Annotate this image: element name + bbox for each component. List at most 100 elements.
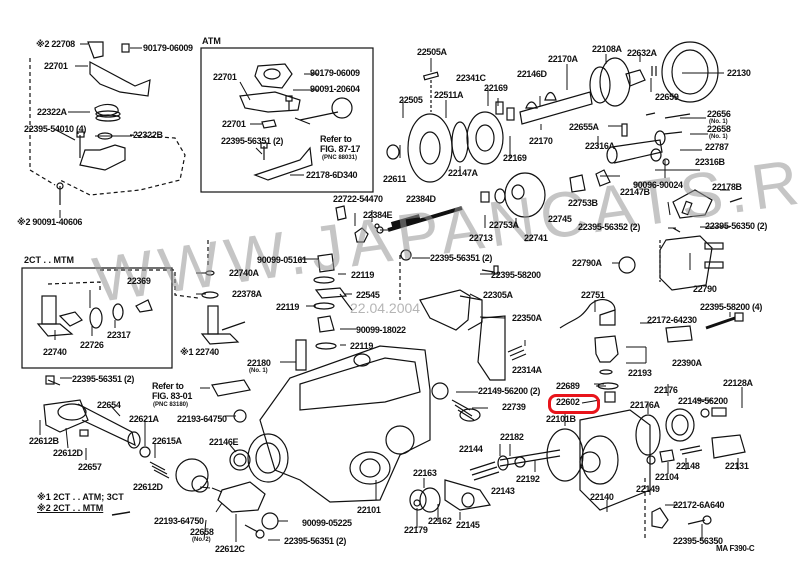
ref-fig83-line2[interactable]: FIG. 83-01 xyxy=(152,391,193,401)
part-label[interactable]: 22322B xyxy=(133,130,163,140)
part-label[interactable]: 22149-56200 (2) xyxy=(478,386,541,396)
part-label[interactable]: 22689 xyxy=(556,381,580,391)
part-label[interactable]: 22395-54010 (4) xyxy=(24,124,87,134)
part-label[interactable]: 22314A xyxy=(512,365,542,375)
part-label[interactable]: 22178B xyxy=(712,182,742,192)
part-label[interactable]: 22146D xyxy=(517,69,547,79)
part-label[interactable]: 22176A xyxy=(630,400,660,410)
part-label[interactable]: 22384E xyxy=(363,210,393,220)
part-label[interactable]: 22395-56351 (2) xyxy=(284,536,347,546)
part-label[interactable]: 22505A xyxy=(417,47,447,57)
part-label[interactable]: 22317 xyxy=(107,330,131,340)
part-label[interactable]: 22545 xyxy=(356,290,380,300)
part-label[interactable]: 22395-56351 (2) xyxy=(72,374,135,384)
part-label[interactable]: 22180 xyxy=(247,358,271,368)
part-label[interactable]: 22192 xyxy=(516,474,540,484)
part-label[interactable]: 22149-56200 xyxy=(678,396,728,406)
part-label[interactable]: 90096-90024 xyxy=(633,180,683,190)
part-label[interactable]: 22722-54470 xyxy=(333,194,383,204)
part-label[interactable]: 22193 xyxy=(628,368,652,378)
part-label[interactable]: 22101 xyxy=(357,505,381,515)
highlighted-part-label[interactable]: 22602 xyxy=(556,397,580,407)
part-label[interactable]: 22745 xyxy=(548,214,572,224)
part-label[interactable]: 22148 xyxy=(676,461,700,471)
part-label[interactable]: 22170 xyxy=(529,136,553,146)
part-label[interactable]: 22322A xyxy=(37,107,67,117)
part-label[interactable]: 22101B xyxy=(546,414,576,424)
part-label[interactable]: 22182 xyxy=(500,432,524,442)
part-label[interactable]: 90099-18022 xyxy=(356,325,406,335)
part-label[interactable]: 22193-64750 xyxy=(177,414,227,424)
part-label[interactable]: 90091-20604 xyxy=(310,84,360,94)
part-label[interactable]: 22740A xyxy=(229,268,259,278)
part-label[interactable]: 22147B xyxy=(620,187,650,197)
part-label[interactable]: 22790 xyxy=(693,284,717,294)
part-label[interactable]: 22701 xyxy=(213,72,237,82)
part-label[interactable]: 22726 xyxy=(80,340,104,350)
part-label[interactable]: 22612D xyxy=(133,482,163,492)
part-label[interactable]: 22140 xyxy=(590,492,614,502)
part-label[interactable]: 90179-06009 xyxy=(310,68,360,78)
part-label[interactable]: 22369 xyxy=(127,276,151,286)
part-label[interactable]: 22751 xyxy=(581,290,605,300)
part-label[interactable]: 90099-05161 xyxy=(257,255,307,265)
part-label[interactable]: 22350A xyxy=(512,313,542,323)
part-label[interactable]: 90099-05225 xyxy=(302,518,352,528)
part-label[interactable]: 22739 xyxy=(502,402,526,412)
part-label[interactable]: 22654 xyxy=(97,400,121,410)
part-label[interactable]: 22657 xyxy=(78,462,102,472)
part-label[interactable]: 22395-58200 xyxy=(491,270,541,280)
part-label[interactable]: 22659 xyxy=(655,92,679,102)
part-label[interactable]: 22701 xyxy=(222,119,246,129)
part-label[interactable]: 22621A xyxy=(129,414,159,424)
part-label[interactable]: 22316A xyxy=(585,141,615,151)
part-label[interactable]: 22655A xyxy=(569,122,599,132)
part-label[interactable]: 22179 xyxy=(404,525,428,535)
part-label[interactable]: 22131 xyxy=(725,461,749,471)
part-label[interactable]: 22147A xyxy=(448,168,478,178)
part-label[interactable]: 22176 xyxy=(654,385,678,395)
part-label[interactable]: 22658 xyxy=(190,527,214,537)
part-label[interactable]: 22741 xyxy=(524,233,548,243)
part-label[interactable]: 22119 xyxy=(276,302,300,312)
part-label[interactable]: ※2 90091-40606 xyxy=(17,217,83,227)
part-label[interactable]: 22615A xyxy=(152,436,182,446)
part-label[interactable]: 22172-6A640 xyxy=(673,500,725,510)
part-label[interactable]: 22130 xyxy=(727,68,751,78)
part-label[interactable]: 22395-56350 xyxy=(673,536,723,546)
part-label[interactable]: 22305A xyxy=(483,290,513,300)
part-label[interactable]: 22395-56351 (2) xyxy=(221,136,284,146)
part-label[interactable]: 90179-06009 xyxy=(143,43,193,53)
part-label[interactable]: 22169 xyxy=(503,153,527,163)
part-label[interactable]: 22149 xyxy=(636,484,660,494)
part-label[interactable]: 22384D xyxy=(406,194,436,204)
part-label[interactable]: 22658 xyxy=(707,124,731,134)
part-label[interactable]: 22108A xyxy=(592,44,622,54)
part-label[interactable]: 22656 xyxy=(707,109,731,119)
part-label[interactable]: 22395-56351 (2) xyxy=(430,253,493,263)
part-label[interactable]: 22505 xyxy=(399,95,423,105)
part-label[interactable]: 22740 xyxy=(43,347,67,357)
part-label[interactable]: 22128A xyxy=(723,378,753,388)
part-label[interactable]: 22119 xyxy=(350,341,374,351)
part-label[interactable]: 22790A xyxy=(572,258,602,268)
part-label[interactable]: 22172-64230 xyxy=(647,315,697,325)
part-label[interactable]: 22178-6D340 xyxy=(306,170,358,180)
part-label[interactable]: 22753A xyxy=(489,220,519,230)
part-label[interactable]: ※2 22708 xyxy=(36,39,75,49)
part-label[interactable]: 22146E xyxy=(209,437,239,447)
part-label[interactable]: 22701 xyxy=(44,61,68,71)
part-label[interactable]: 22713 xyxy=(469,233,493,243)
part-label[interactable]: 22144 xyxy=(459,444,483,454)
part-label[interactable]: 22753B xyxy=(568,198,598,208)
part-label[interactable]: 22162 xyxy=(428,516,452,526)
part-label[interactable]: 22611 xyxy=(383,174,407,184)
part-label[interactable]: 22163 xyxy=(413,468,437,478)
part-label[interactable]: 22612C xyxy=(215,544,245,554)
part-label[interactable]: 22119 xyxy=(351,270,375,280)
part-label[interactable]: 22787 xyxy=(705,142,729,152)
part-label[interactable]: 22395-56350 (2) xyxy=(705,221,768,231)
part-label[interactable]: 22390A xyxy=(672,358,702,368)
part-label[interactable]: 22612B xyxy=(29,436,59,446)
part-label[interactable]: 22511A xyxy=(434,90,464,100)
